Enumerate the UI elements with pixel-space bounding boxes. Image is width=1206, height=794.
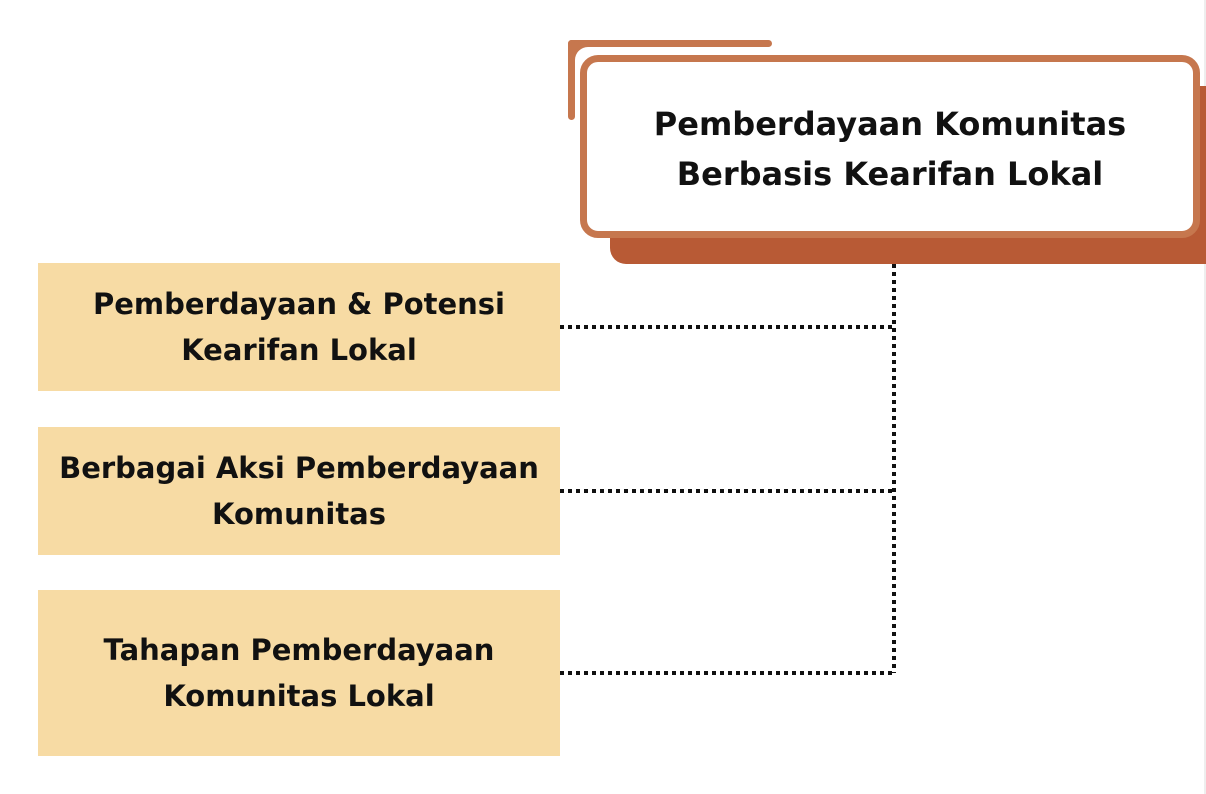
topic-box-potensi: Pemberdayaan & Potensi Kearifan Lokal bbox=[38, 263, 560, 391]
topic-box-aksi: Berbagai Aksi Pemberdayaan Komunitas bbox=[38, 427, 560, 555]
topic-label: Tahapan Pemberdayaan Komunitas Lokal bbox=[103, 633, 495, 713]
title-decorative-line-vertical bbox=[568, 40, 575, 120]
diagram-title: Pemberdayaan Komunitas Berbasis Kearifan… bbox=[653, 104, 1127, 193]
topic-box-tahapan: Tahapan Pemberdayaan Komunitas Lokal bbox=[38, 590, 560, 756]
title-decorative-line-horizontal bbox=[568, 40, 772, 47]
page-edge-divider bbox=[1204, 0, 1206, 794]
topic-label: Pemberdayaan & Potensi Kearifan Lokal bbox=[92, 287, 506, 367]
diagram-title-box: Pemberdayaan Komunitas Berbasis Kearifan… bbox=[580, 55, 1200, 238]
topic-label: Berbagai Aksi Pemberdayaan Komunitas bbox=[59, 451, 539, 531]
